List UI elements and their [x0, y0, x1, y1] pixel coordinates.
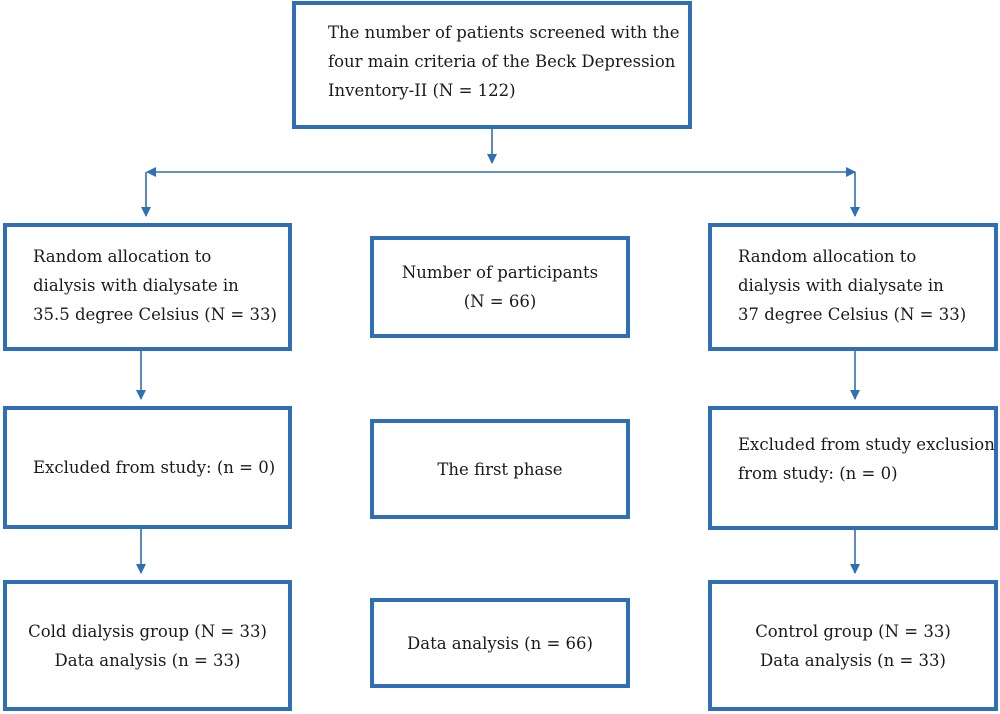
cold-excluded-box: Excluded from study: (n = 0) — [3, 406, 292, 529]
total-analysis-line-1: Data analysis (n = 66) — [407, 633, 593, 653]
participants-line-1: Number of participants — [401, 263, 599, 282]
participants-box: Number of participants (N = 66) — [370, 236, 630, 338]
control-allocation-line-1: Random allocation to — [738, 247, 917, 266]
phase-box: The first phase — [370, 419, 630, 519]
cold-allocation-line-3: 35.5 degree Celsius (N = 33) — [33, 305, 277, 324]
cold-excluded-line-1: Excluded from study: (n = 0) — [33, 458, 276, 477]
screening-box: The number of patients screened with the… — [292, 1, 692, 129]
control-excluded-line-1: Excluded from study exclusion — [738, 435, 995, 454]
cold-group-line-1: Cold dialysis group (N = 33) — [28, 621, 267, 641]
cold-allocation-line-2: dialysis with dialysate in — [33, 276, 239, 295]
screening-line-2: four main criteria of the Beck Depressio… — [328, 52, 676, 71]
screening-line-3: Inventory-II (N = 122) — [328, 81, 516, 100]
cold-group-line-2: Data analysis (n = 33) — [54, 650, 241, 670]
control-group-line-1: Control group (N = 33) — [755, 621, 951, 641]
participants-line-2: (N = 66) — [463, 292, 537, 311]
control-group-line-2: Data analysis (n = 33) — [760, 650, 946, 670]
control-allocation-line-3: 37 degree Celsius (N = 33) — [738, 305, 967, 324]
phase-line-1: The first phase — [437, 459, 563, 479]
total-analysis-box: Data analysis (n = 66) — [370, 598, 630, 688]
cold-allocation-line-1: Random allocation to — [33, 247, 212, 266]
control-excluded-line-2: from study: (n = 0) — [738, 464, 898, 483]
screening-line-1: The number of patients screened with the — [328, 23, 680, 42]
control-allocation-line-2: dialysis with dialysate in — [738, 276, 944, 295]
control-excluded-box: Excluded from study exclusion from study… — [708, 406, 998, 530]
control-allocation-box: Random allocation to dialysis with dialy… — [708, 223, 998, 351]
cold-allocation-box: Random allocation to dialysis with dialy… — [3, 223, 292, 351]
cold-group-box: Cold dialysis group (N = 33) Data analys… — [3, 580, 292, 711]
control-group-box: Control group (N = 33) Data analysis (n … — [708, 580, 998, 711]
